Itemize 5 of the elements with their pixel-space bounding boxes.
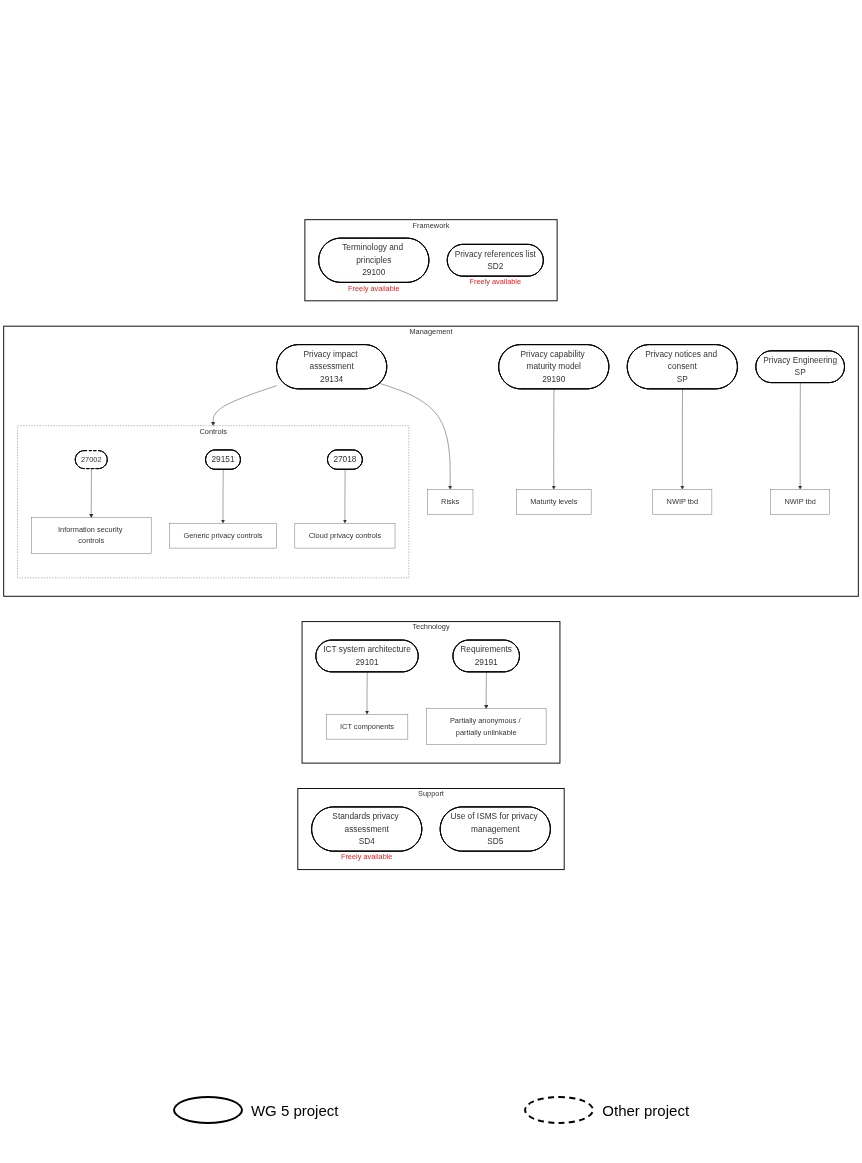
availability-note: Freely available	[340, 852, 393, 862]
availability-note: Freely available	[348, 284, 400, 294]
legend-label: WG 5 project	[250, 1101, 339, 1119]
legend-label: Other project	[602, 1101, 690, 1119]
availability-note: Freely available	[469, 277, 522, 287]
